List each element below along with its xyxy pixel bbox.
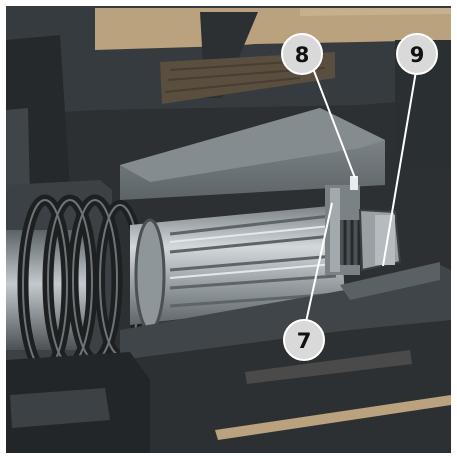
- left-panel: [6, 108, 30, 200]
- leader-9: [382, 70, 417, 267]
- thrust-plate-edge: [330, 188, 340, 272]
- leader-lines: [305, 70, 417, 323]
- spline-highlights: [169, 225, 335, 279]
- callout-7-label: 7: [297, 329, 312, 353]
- bottom-left-panel: [10, 388, 110, 428]
- leader-8: [313, 70, 356, 179]
- sand-strip-bottom: [215, 395, 451, 440]
- shaft-collar: [134, 218, 166, 332]
- locking-pin: [350, 176, 358, 190]
- callout-9-label: 9: [410, 43, 425, 67]
- sleeve-block-face: [120, 108, 385, 182]
- callout-8: 8: [281, 33, 323, 75]
- lower-ledge: [340, 262, 440, 300]
- spline-grooves: [169, 214, 339, 308]
- sand-strip-top: [95, 8, 451, 50]
- callout-8-label: 8: [295, 43, 310, 67]
- callout-7: 7: [283, 319, 325, 361]
- textured-strip: [245, 350, 412, 384]
- callout-9: 9: [396, 33, 438, 75]
- leader-7: [305, 202, 333, 323]
- sand-highlight: [300, 8, 451, 16]
